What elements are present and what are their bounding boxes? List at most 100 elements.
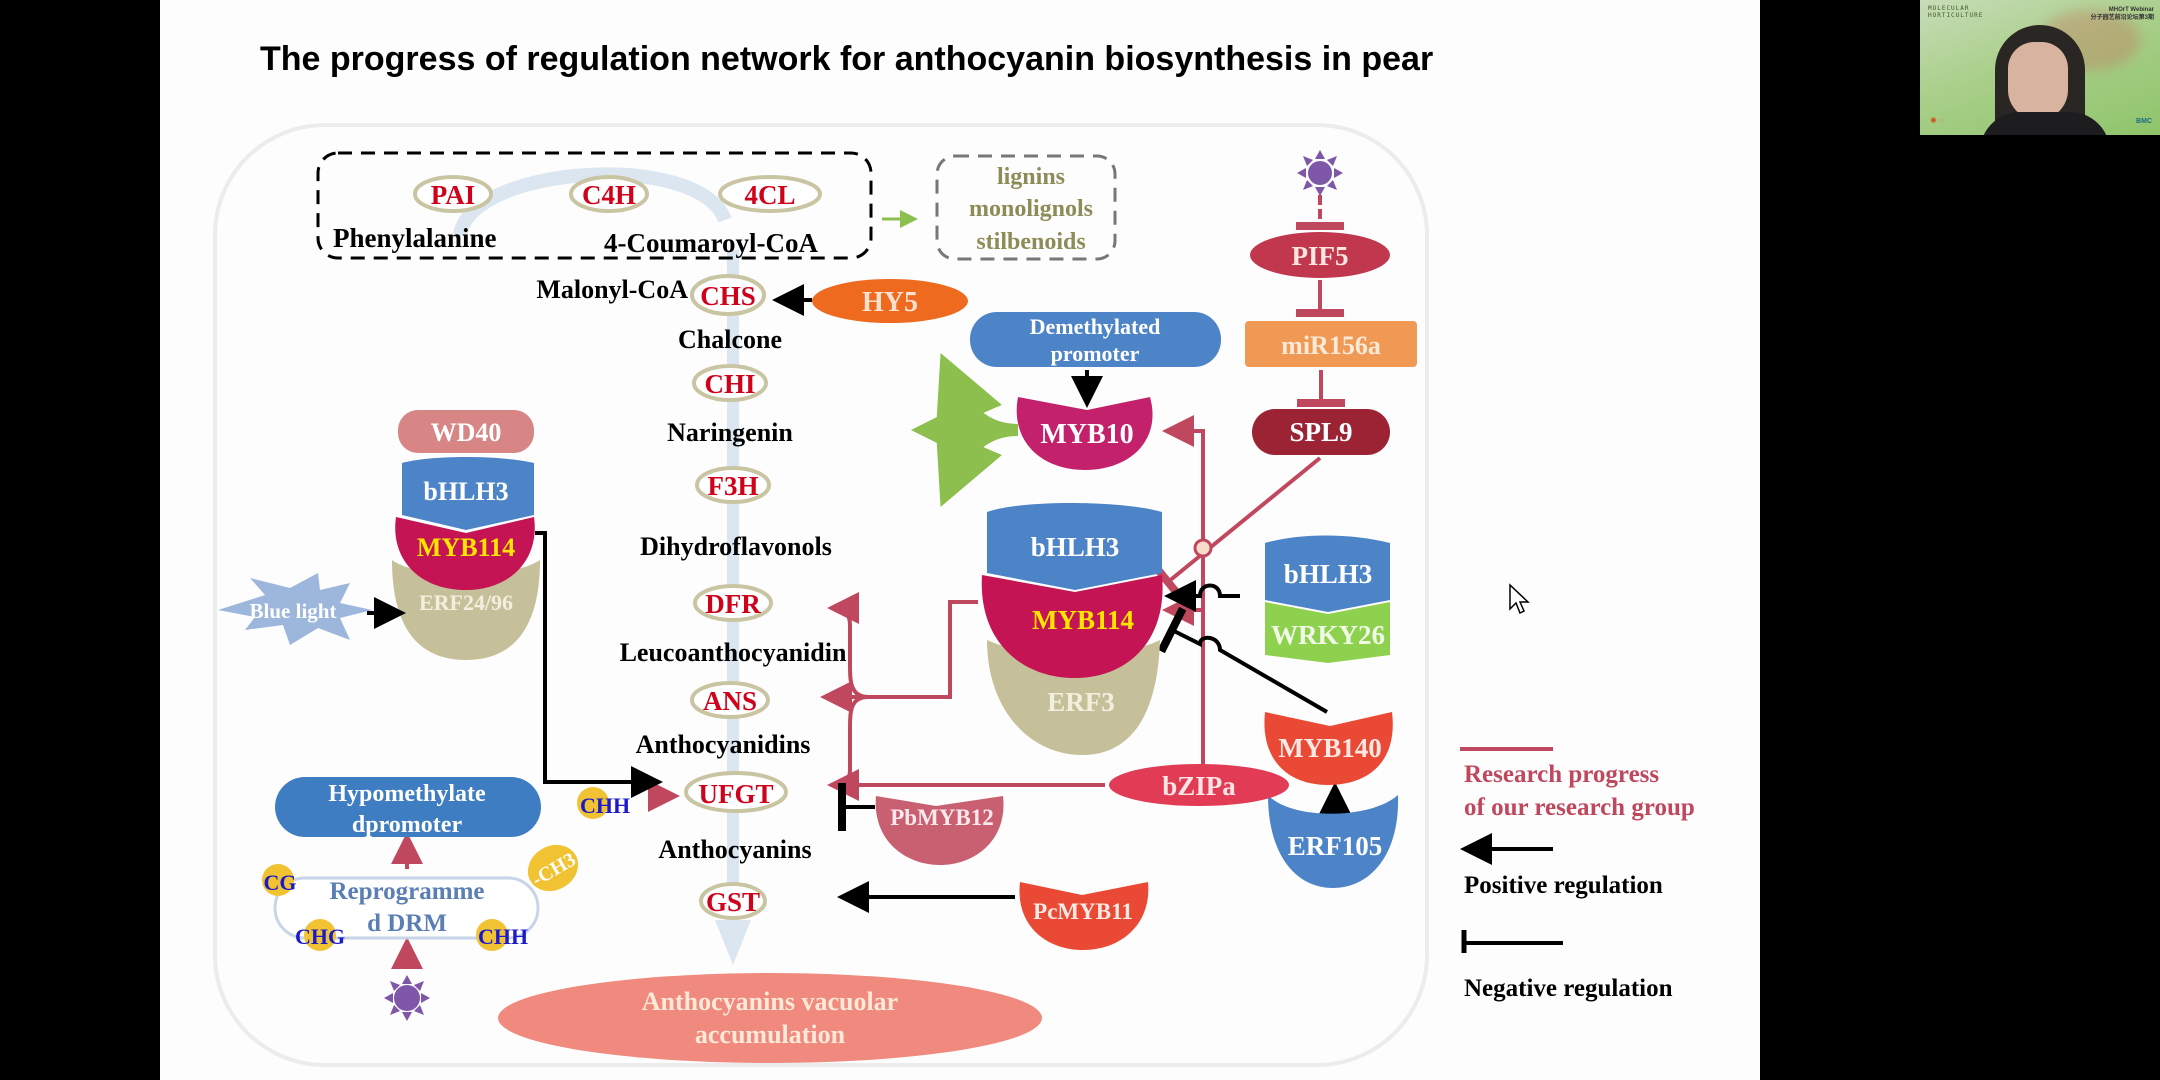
svg-text:bZIPa: bZIPa bbox=[1162, 771, 1236, 801]
molecular-horticulture-logo: MOLECULAR HORTICULTURE bbox=[1928, 5, 1983, 19]
methylation-chh-tag: CHH bbox=[476, 919, 528, 951]
bhlh3-center-shape bbox=[987, 503, 1162, 590]
partner-logo-icons: ✺ ◌ bbox=[1930, 116, 1944, 125]
legend-research-label-1: Research progress bbox=[1464, 761, 1659, 788]
wd40-shape bbox=[398, 410, 534, 453]
enzyme-chi: CHI bbox=[692, 364, 768, 402]
svg-text:F3H: F3H bbox=[708, 471, 759, 501]
svg-text:MYB114: MYB114 bbox=[1032, 605, 1134, 635]
bmc-logo: BMC bbox=[2136, 118, 2152, 125]
myb10-output-green-arrows bbox=[911, 352, 1019, 508]
enzyme-pai: PAI bbox=[413, 175, 493, 213]
bhlh3-wrky26-activates-myb114 bbox=[1164, 580, 1260, 612]
blue-light-node: Blue light bbox=[218, 573, 372, 645]
product-dihydroflavonols: Dihydroflavonols bbox=[640, 532, 832, 561]
svg-text:Hypomethylate: Hypomethylate bbox=[328, 781, 486, 807]
regulator-spl9: SPL9 bbox=[1252, 409, 1390, 455]
svg-text:WD40: WD40 bbox=[431, 418, 502, 447]
side-product-lignins: lignins bbox=[997, 164, 1065, 190]
bhlh3-right-shape bbox=[1265, 535, 1390, 612]
regulator-pbmyb12: PbMYB12 bbox=[875, 796, 1004, 865]
center-mbw-complex: bHLH3 MYB114 ERF3 bbox=[981, 503, 1163, 755]
myb140-inhibits-myb114 bbox=[1157, 606, 1329, 714]
svg-text:CHG: CHG bbox=[295, 924, 345, 949]
substrate-malonyl-coa: Malonyl-CoA bbox=[536, 275, 688, 304]
svg-text:PIF5: PIF5 bbox=[1292, 241, 1349, 271]
legend-research-label-2: of our research group bbox=[1464, 794, 1695, 821]
svg-text:PcMYB11: PcMYB11 bbox=[1033, 899, 1133, 924]
svg-text:PAI: PAI bbox=[431, 180, 476, 210]
phenylpropanoid-box bbox=[316, 151, 873, 260]
regulator-bzipa: bZIPa bbox=[1109, 764, 1289, 806]
svg-text:DFR: DFR bbox=[705, 589, 761, 619]
reprogrammed-drm-node: Reprogramme d DRM bbox=[273, 876, 540, 940]
product-leucoanthocyanidin: Leucoanthocyanidin bbox=[620, 638, 847, 667]
svg-text:Demethylated: Demethylated bbox=[1030, 314, 1161, 339]
side-products-box bbox=[935, 154, 1117, 261]
enzyme-4cl: 4CL bbox=[718, 175, 822, 213]
svg-text:SPL9: SPL9 bbox=[1289, 417, 1352, 447]
bhlh3-left-shape bbox=[402, 457, 534, 530]
bzipa-activates-myb10 bbox=[1162, 415, 1205, 770]
svg-text:WRKY26: WRKY26 bbox=[1271, 620, 1385, 650]
svg-text:CHH: CHH bbox=[478, 924, 528, 949]
arrow-to-dfr bbox=[827, 592, 869, 699]
webinar-title: MHOrT Webinar 分子园艺前沿论坛第3期 bbox=[2091, 6, 2154, 22]
slide-title: The progress of regulation network for a… bbox=[260, 40, 1434, 78]
svg-text:CHH: CHH bbox=[580, 793, 630, 818]
enzyme-ufgt: UFGT bbox=[684, 771, 788, 813]
svg-text:ERF24/96: ERF24/96 bbox=[419, 590, 513, 615]
svg-text:HY5: HY5 bbox=[862, 287, 918, 318]
erf24-96-shape bbox=[392, 560, 540, 660]
light-sun-icon-bottom bbox=[384, 975, 430, 1021]
mouse-cursor-icon bbox=[1509, 583, 1530, 615]
svg-text:accumulation: accumulation bbox=[695, 1020, 846, 1049]
regulator-myb10: MYB10 bbox=[1016, 397, 1153, 470]
side-product-stilbenoids: stilbenoids bbox=[976, 229, 1085, 255]
product-anthocyanins: Anthocyanins bbox=[658, 835, 811, 864]
svg-text:PbMYB12: PbMYB12 bbox=[890, 805, 994, 830]
svg-text:bHLH3: bHLH3 bbox=[1031, 532, 1120, 562]
regulator-mir156a: miR156a bbox=[1245, 321, 1417, 367]
product-naringenin: Naringenin bbox=[667, 418, 793, 447]
svg-text:dpromoter: dpromoter bbox=[352, 812, 463, 838]
side-product-monolignols: monolignols bbox=[969, 196, 1093, 222]
svg-text:Anthocyanins vacuolar: Anthocyanins vacuolar bbox=[642, 987, 898, 1016]
legend-negative-label: Negative regulation bbox=[1464, 975, 1673, 1002]
svg-text:Reprogramme: Reprogramme bbox=[329, 878, 484, 905]
svg-text:ANS: ANS bbox=[703, 686, 757, 716]
enzyme-ans: ANS bbox=[690, 681, 770, 719]
diagram-frame bbox=[213, 123, 1429, 1067]
product-chalcone: Chalcone bbox=[678, 325, 782, 354]
svg-text:CG: CG bbox=[264, 870, 297, 895]
svg-text:CHS: CHS bbox=[700, 281, 756, 311]
regulator-hy5: HY5 bbox=[812, 279, 968, 323]
enzyme-chs: CHS bbox=[690, 274, 766, 316]
regulator-pcmyb11: PcMYB11 bbox=[1019, 882, 1149, 950]
svg-text:GST: GST bbox=[706, 887, 760, 917]
demethylated-promoter-node: Demethylated promoter bbox=[970, 312, 1221, 367]
svg-text:ERF105: ERF105 bbox=[1288, 831, 1383, 861]
regulator-pif5: PIF5 bbox=[1250, 232, 1390, 278]
svg-text:UFGT: UFGT bbox=[698, 779, 773, 809]
svg-text:Blue light: Blue light bbox=[250, 599, 337, 623]
logo-line-2: HORTICULTURE bbox=[1928, 12, 1984, 19]
svg-text:MYB10: MYB10 bbox=[1040, 419, 1133, 450]
spl9-inhibits-mybcomplex bbox=[1149, 456, 1322, 604]
svg-text:promoter: promoter bbox=[1051, 341, 1140, 366]
legend-positive-label: Positive regulation bbox=[1464, 872, 1663, 899]
substrate-coumaroyl-coa: 4-Coumaroyl-CoA bbox=[604, 228, 818, 258]
chh-tag-methylation: CHH bbox=[577, 787, 630, 819]
svg-text:miR156a: miR156a bbox=[1281, 331, 1381, 360]
left-mbw-complex: WD40 bHLH3 MYB114 ERF24/96 bbox=[392, 410, 540, 660]
myb114-left-shape bbox=[395, 517, 535, 590]
svg-text:d DRM: d DRM bbox=[367, 910, 447, 937]
regulator-myb140: MYB140 bbox=[1264, 712, 1393, 785]
product-anthocyanidins: Anthocyanidins bbox=[636, 730, 811, 759]
wrky26-shape bbox=[1265, 602, 1390, 663]
myb114-center-shape bbox=[981, 575, 1163, 678]
logo-line-1: MOLECULAR bbox=[1928, 5, 1970, 12]
enzyme-dfr: DFR bbox=[693, 584, 773, 622]
webinar-title-en: MHOrT Webinar bbox=[2108, 7, 2154, 13]
